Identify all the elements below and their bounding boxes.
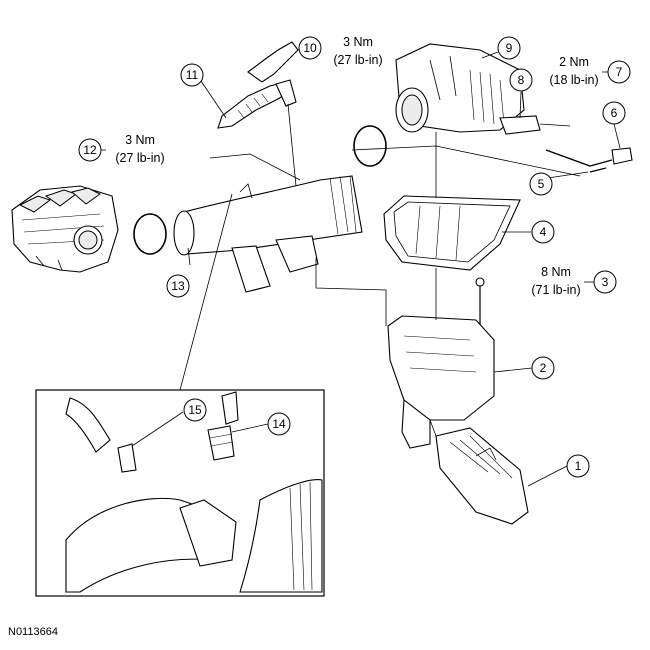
torque-spec-7: 2 Nm (18 lb-in) bbox=[549, 55, 598, 87]
callout-10-label: 10 bbox=[303, 41, 317, 55]
air-cleaner-housing bbox=[387, 315, 495, 449]
vacuum-hose bbox=[545, 147, 633, 173]
callout-12-label: 12 bbox=[83, 143, 97, 157]
clamp-12 bbox=[133, 213, 167, 255]
callout-15: 15 bbox=[183, 398, 207, 422]
callout-10: 10 bbox=[298, 36, 322, 60]
torque-7-lbin: (18 lb-in) bbox=[549, 73, 598, 87]
leader-lines bbox=[100, 47, 621, 487]
callout-6-label: 6 bbox=[611, 106, 618, 120]
torque-spec-3: 8 Nm (71 lb-in) bbox=[531, 265, 580, 297]
callout-6: 6 bbox=[602, 101, 626, 125]
callout-2: 2 bbox=[531, 356, 555, 380]
callout-5-label: 5 bbox=[538, 177, 545, 191]
callout-13: 13 bbox=[166, 274, 190, 298]
callout-8: 8 bbox=[509, 68, 533, 92]
callout-1: 1 bbox=[566, 454, 590, 478]
callout-3-label: 3 bbox=[602, 275, 609, 289]
clamp-10 bbox=[353, 125, 387, 167]
crankcase-vent-tube bbox=[217, 41, 299, 129]
torque-3-nm: 8 Nm bbox=[541, 265, 571, 279]
callout-7: 7 bbox=[607, 60, 631, 84]
callout-14-label: 14 bbox=[272, 417, 286, 431]
torque-12-lbin: (27 lb-in) bbox=[115, 151, 164, 165]
torque-10-nm: 3 Nm bbox=[343, 35, 373, 49]
callout-11-label: 11 bbox=[186, 68, 199, 82]
intake-manifold bbox=[11, 185, 119, 273]
callout-4: 4 bbox=[531, 220, 555, 244]
callout-1-label: 1 bbox=[575, 459, 582, 473]
callout-8-label: 8 bbox=[518, 73, 525, 87]
torque-spec-12: 3 Nm (27 lb-in) bbox=[115, 133, 164, 165]
callout-11: 11 bbox=[180, 63, 204, 87]
callout-14: 14 bbox=[267, 412, 291, 436]
callout-15-label: 15 bbox=[188, 403, 202, 417]
callout-9: 9 bbox=[497, 36, 521, 60]
callout-3: 3 bbox=[593, 270, 617, 294]
maf-sensor bbox=[499, 115, 571, 135]
callout-2-label: 2 bbox=[540, 361, 547, 375]
air-inlet-tube bbox=[173, 175, 363, 293]
torque-12-nm: 3 Nm bbox=[125, 133, 155, 147]
torque-7-nm: 2 Nm bbox=[559, 55, 589, 69]
torque-10-lbin: (27 lb-in) bbox=[333, 53, 382, 67]
callout-5: 5 bbox=[529, 172, 553, 196]
torque-3-lbin: (71 lb-in) bbox=[531, 283, 580, 297]
callout-12: 12 bbox=[78, 138, 102, 162]
callout-4-label: 4 bbox=[540, 225, 547, 239]
callout-13-label: 13 bbox=[171, 279, 185, 293]
callout-7-label: 7 bbox=[616, 65, 623, 79]
torque-spec-10: 3 Nm (27 lb-in) bbox=[333, 35, 382, 67]
figure-id-label: N0113664 bbox=[8, 626, 58, 638]
air-filter-element bbox=[383, 195, 521, 271]
air-inlet-duct bbox=[435, 427, 529, 525]
callout-9-label: 9 bbox=[506, 41, 513, 55]
